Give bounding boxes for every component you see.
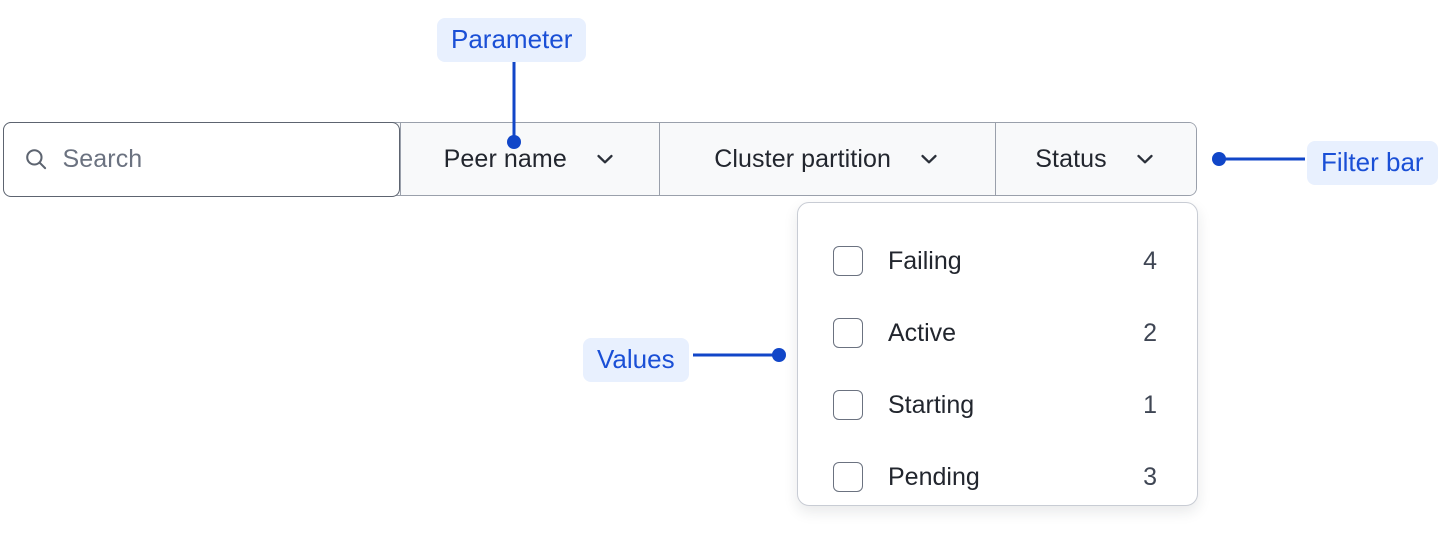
- annotation-label-values: Values: [583, 338, 689, 382]
- value-label: Pending: [888, 462, 980, 491]
- value-count: 1: [1143, 390, 1157, 419]
- value-label: Active: [888, 318, 957, 347]
- filter-bar: Search Peer name Cluster partition Statu…: [2, 121, 1197, 197]
- search-input[interactable]: Search: [2, 121, 401, 197]
- checkbox-failing[interactable]: [833, 246, 863, 276]
- list-item[interactable]: Active 2: [798, 297, 1197, 369]
- connector-dot-values: [772, 348, 786, 362]
- chevron-down-icon: [921, 154, 937, 164]
- filter-dropdown-cluster-partition[interactable]: Cluster partition: [659, 123, 996, 195]
- annotation-label-parameter: Parameter: [437, 18, 587, 62]
- checkbox-pending[interactable]: [833, 462, 863, 492]
- value-label: Failing: [888, 246, 962, 275]
- connector-dot-filter-bar: [1212, 152, 1226, 166]
- filter-dropdown-peer-name[interactable]: Peer name: [400, 123, 660, 195]
- status-values-dropdown-panel: Failing 4 Active 2 Starting 1 Pending 3: [797, 202, 1198, 506]
- filter-label-peer-name: Peer name: [443, 144, 567, 173]
- annotation-label-filter-bar: Filter bar: [1307, 141, 1438, 185]
- filter-dropdown-status[interactable]: Status: [995, 123, 1196, 195]
- checkbox-active[interactable]: [833, 318, 863, 348]
- filter-label-cluster-partition: Cluster partition: [714, 144, 892, 173]
- chevron-down-icon: [597, 154, 613, 164]
- search-icon: [25, 149, 46, 170]
- list-item[interactable]: Failing 4: [798, 225, 1197, 297]
- value-count: 4: [1143, 246, 1157, 275]
- value-count: 3: [1143, 462, 1157, 491]
- value-label: Starting: [888, 390, 975, 419]
- checkbox-starting[interactable]: [833, 390, 863, 420]
- list-item[interactable]: Pending 3: [798, 441, 1197, 513]
- value-count: 2: [1143, 318, 1157, 347]
- list-item[interactable]: Starting 1: [798, 369, 1197, 441]
- search-placeholder: Search: [62, 144, 143, 173]
- chevron-down-icon: [1137, 154, 1153, 164]
- filter-label-status: Status: [1035, 144, 1107, 173]
